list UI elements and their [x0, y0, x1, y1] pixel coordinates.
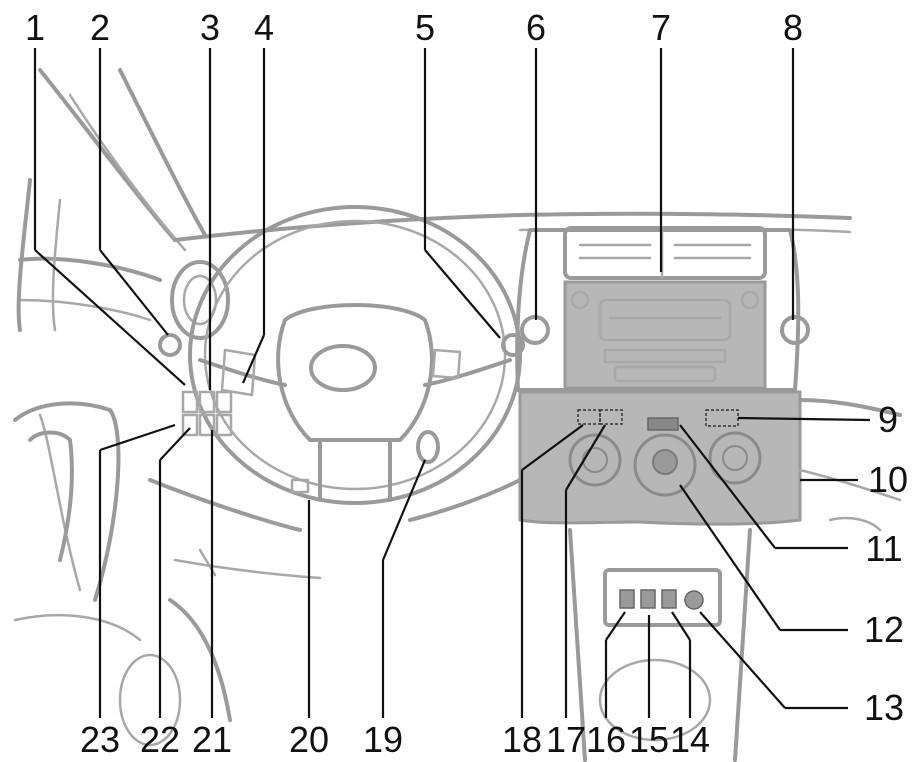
callout-15: 15: [629, 719, 669, 760]
callout-21: 21: [192, 719, 232, 760]
callout-18: 18: [502, 719, 542, 760]
callout-9: 9: [878, 399, 898, 440]
callout-23: 23: [80, 719, 120, 760]
callout-13: 13: [864, 687, 904, 728]
callout-10: 10: [868, 459, 908, 500]
callout-2: 2: [90, 7, 110, 48]
callout-8: 8: [783, 7, 803, 48]
interior-illustration: [13, 68, 902, 762]
leader-lines: [33, 48, 871, 718]
callout-4: 4: [254, 7, 274, 48]
callout-17: 17: [546, 719, 586, 760]
callout-6: 6: [526, 7, 546, 48]
callout-16: 16: [586, 719, 626, 760]
audio-unit: [563, 280, 767, 390]
callout-1: 1: [25, 7, 45, 48]
callout-5: 5: [415, 7, 435, 48]
callout-12: 12: [864, 609, 904, 650]
callout-7: 7: [651, 7, 671, 48]
callout-20: 20: [289, 719, 329, 760]
callout-19: 19: [363, 719, 403, 760]
callout-22: 22: [140, 719, 180, 760]
callout-14: 14: [670, 719, 710, 760]
callout-3: 3: [200, 7, 220, 48]
callout-labels: 1 2 3 4 5 6 7 8 9 10 11 12 13 14 15 16 1…: [25, 7, 908, 760]
callout-11: 11: [865, 528, 902, 569]
